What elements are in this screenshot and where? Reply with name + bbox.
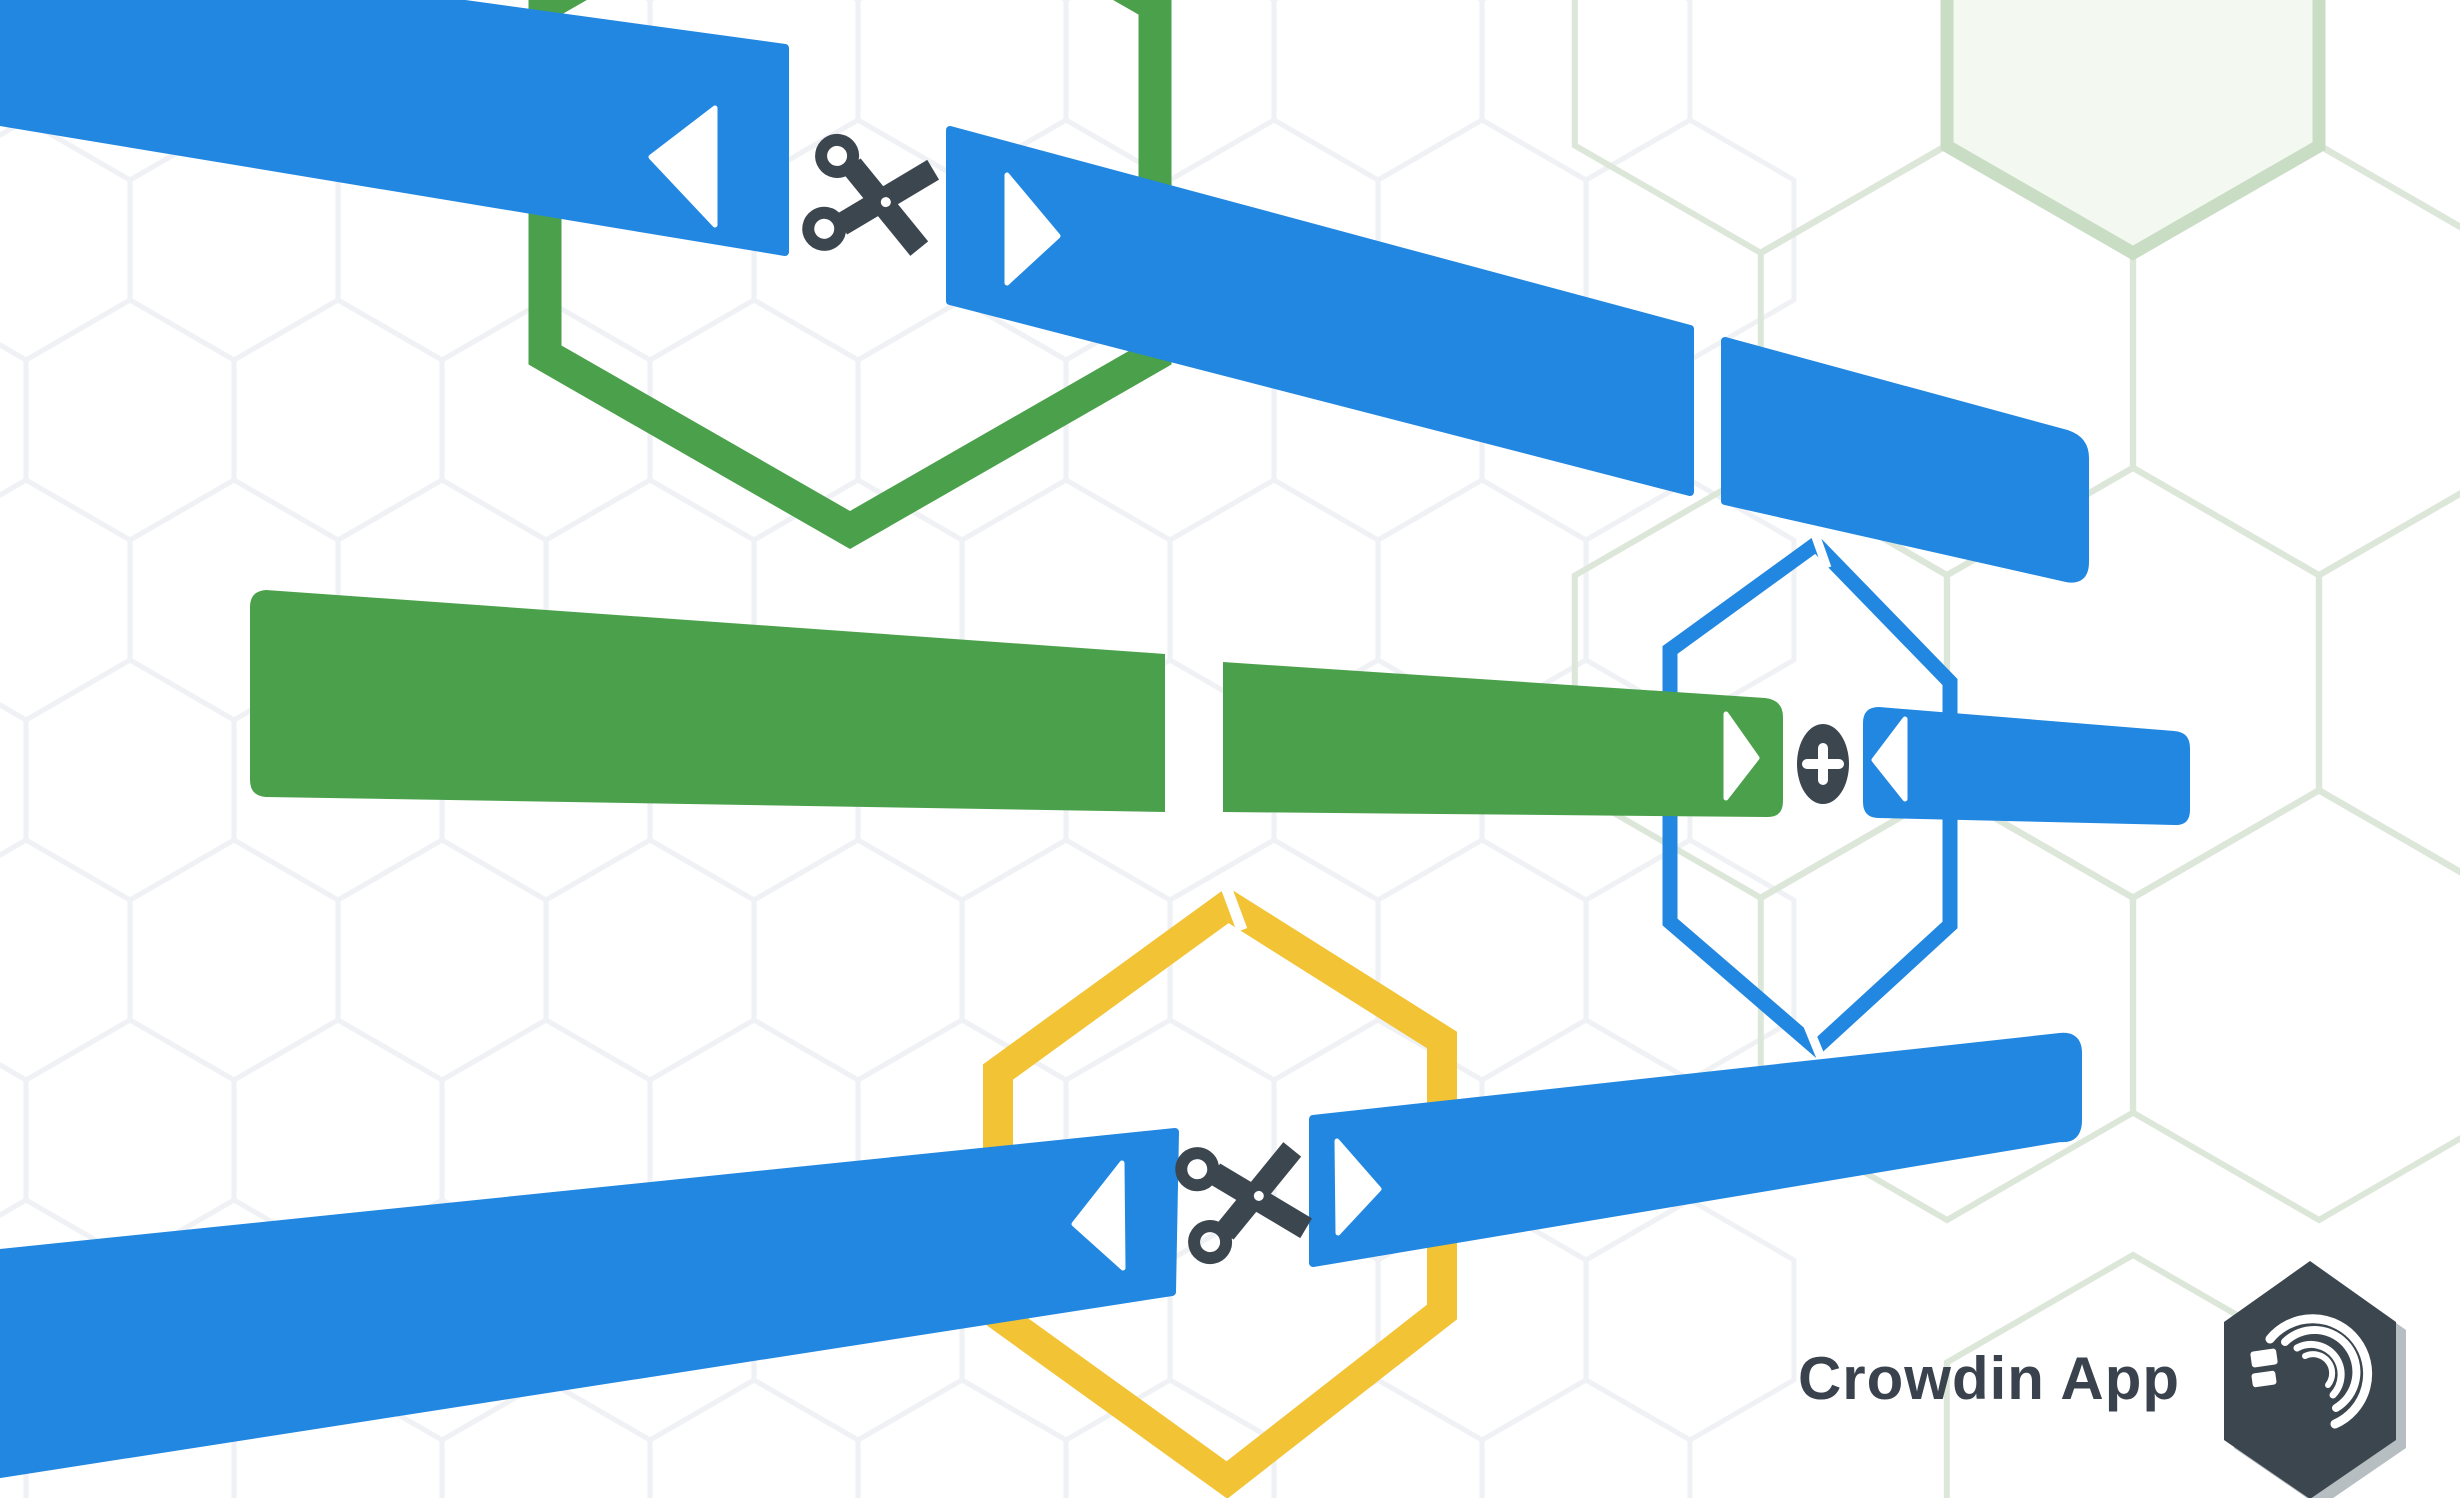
background-hexagon — [1375, 837, 1589, 1083]
background-hexagon — [335, 837, 549, 1083]
background-hexagon — [23, 1017, 237, 1263]
background-hexagon — [855, 1377, 1069, 1498]
ribbon-bottom-piece-left — [0, 1128, 1179, 1478]
background-hexagon — [543, 837, 757, 1083]
background-hexagon — [23, 657, 237, 903]
background-hexagon — [647, 1377, 861, 1498]
merge-bar-green-long — [250, 590, 1165, 812]
background-hexagon — [231, 297, 445, 543]
scissors-icon — [1179, 1137, 1309, 1261]
cut-arrow-right-bottom — [1334, 1138, 1382, 1236]
crowdin-logo — [2224, 1261, 2406, 1498]
background-hexagon — [1479, 1377, 1693, 1498]
background-hexagon — [1571, 0, 1951, 257]
background-hexagon — [127, 837, 341, 1083]
background-hexagon — [0, 837, 133, 1083]
cut-arrow-right — [1004, 172, 1061, 286]
background-hexagon — [0, 117, 133, 363]
background-hexagon — [23, 297, 237, 543]
merge-bar-green-short — [1223, 662, 1783, 818]
split-hexagon-green — [528, 0, 1172, 550]
hexagon-cut-notch — [1217, 877, 1248, 932]
background-hexagon-accent — [1940, 0, 2326, 261]
background-hexagon — [1167, 837, 1381, 1083]
crowdin-logo-mark — [2250, 1314, 2373, 1429]
background-hexagon — [751, 837, 965, 1083]
cut-arrow-left-bottom — [1071, 1160, 1126, 1271]
hexagon-cut-notch — [1805, 518, 1832, 570]
split-hexagon-yellow — [983, 886, 1457, 1498]
background-hexagon — [0, 477, 133, 723]
background-hexagon — [2129, 786, 2460, 1224]
ribbon-top-piece-left — [0, 0, 789, 256]
ribbon-top-piece-end — [1721, 337, 2089, 583]
background-hexagon — [1583, 1197, 1797, 1443]
background-hexagon — [1271, 0, 1485, 183]
crowdin-logo-hexagon — [2224, 1261, 2396, 1498]
plus-icon — [1797, 724, 1849, 804]
background-hexagon — [1271, 1377, 1485, 1498]
brand-label: Crowdin App — [1798, 1345, 2180, 1412]
background-hexagon — [0, 342, 29, 498]
merge-bar-blue — [1863, 707, 2190, 826]
ribbon-top-piece-middle — [946, 126, 1694, 496]
background-hexagon — [0, 1062, 29, 1218]
cut-arrow-left — [648, 105, 718, 228]
merge-arrow-left — [1871, 716, 1908, 802]
ribbon-bottom-piece-right — [1309, 1032, 2082, 1267]
merge-arrow-right — [1723, 711, 1760, 801]
background-hexagon — [1583, 477, 1797, 723]
background-hexagon — [0, 702, 29, 858]
background-hexagon — [2315, 490, 2460, 876]
